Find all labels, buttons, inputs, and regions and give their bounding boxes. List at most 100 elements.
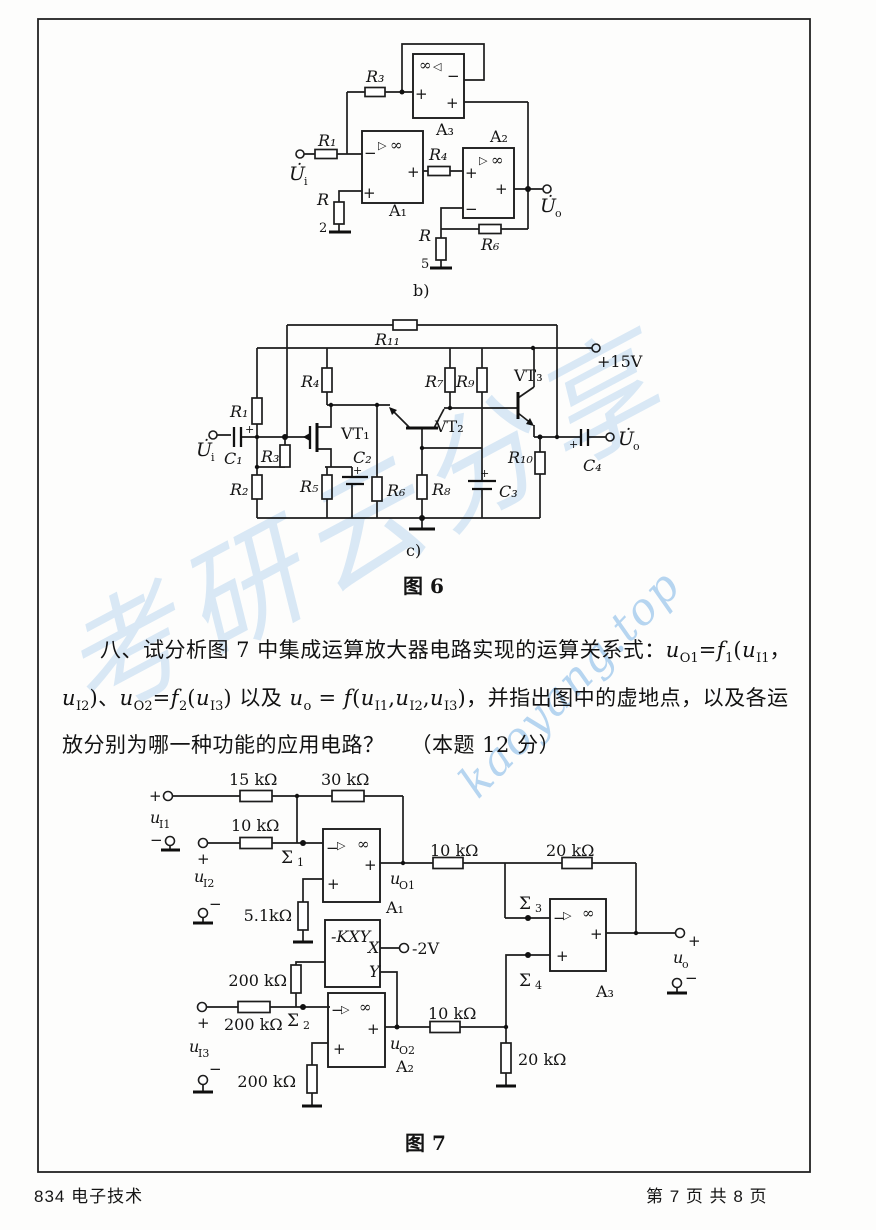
plus-mark: + bbox=[363, 184, 376, 202]
infinity-icon: ∞ bbox=[491, 151, 504, 169]
resistor-30k bbox=[331, 789, 365, 803]
label-r9: R₉ bbox=[455, 372, 475, 391]
label-r2-base: R bbox=[316, 190, 329, 209]
resistor-200k-y bbox=[290, 964, 302, 994]
plus-mark: + bbox=[495, 180, 508, 198]
sigma1-node-dot bbox=[300, 840, 306, 846]
label-ui1-base: u bbox=[150, 808, 160, 827]
page-border-frame bbox=[37, 18, 811, 1173]
sigma3-node-dot bbox=[525, 915, 531, 921]
label-r11: R₁₁ bbox=[374, 330, 400, 349]
footer-page-number: 第 7 页 共 8 页 bbox=[646, 1187, 768, 1206]
vt2-emitter-arrow-icon bbox=[389, 407, 397, 415]
plus-mark: + bbox=[480, 467, 489, 480]
plus-mark: + bbox=[556, 947, 569, 965]
minus-mark: − bbox=[364, 144, 377, 162]
multiplier-label: -KXY bbox=[331, 927, 372, 946]
value-20k: 20 kΩ bbox=[546, 841, 594, 860]
ui2-plus-terminal bbox=[197, 837, 209, 849]
junction-dot bbox=[254, 464, 260, 470]
resistor-r3 bbox=[279, 444, 291, 468]
value-200k: 200 kΩ bbox=[224, 1015, 283, 1034]
label-vt3: VT₃ bbox=[513, 366, 543, 385]
label-a3: A₃ bbox=[435, 120, 454, 139]
label-r10: R₁₀ bbox=[507, 448, 533, 467]
value-200k: 200 kΩ bbox=[237, 1072, 296, 1091]
input-terminal bbox=[208, 430, 218, 440]
problem-line-1: 八、试分析图 7 中集成运算放大器电路实现的运算关系式：uO1=f1(uI1， bbox=[100, 638, 791, 666]
opamp-a3-box bbox=[412, 53, 465, 119]
resistor-15k bbox=[239, 789, 273, 803]
label-a1: A₁ bbox=[385, 898, 404, 917]
resistor-200k-ui3 bbox=[237, 1000, 271, 1014]
plus-mark: + bbox=[446, 94, 459, 112]
input-terminal bbox=[295, 149, 305, 159]
circuit-b: R₁ R₃ R₄ R₆ R 2 R 5 U̇ i U̇ o A₁ A₂ A₃ ▷… bbox=[289, 43, 562, 300]
resistor-r8 bbox=[416, 474, 428, 500]
label-ui-sub: i bbox=[304, 175, 308, 188]
resistor-10k-uo1 bbox=[432, 856, 464, 870]
opamp-a1-box bbox=[361, 130, 424, 204]
label-uo-base: u bbox=[673, 948, 683, 967]
value-10k: 10 kΩ bbox=[430, 841, 478, 860]
resistor-r7 bbox=[444, 367, 456, 393]
junction-dot bbox=[554, 434, 560, 440]
plus-mark: + bbox=[407, 163, 420, 181]
vt3-emitter-arrow-icon bbox=[526, 418, 534, 426]
plus-mark: + bbox=[327, 875, 340, 893]
vt1-arrow-icon bbox=[303, 433, 310, 441]
problem-line-3: 放分别为哪一种功能的应用电路？（本题 12 分） bbox=[62, 733, 561, 757]
label-uo-base: U̇ bbox=[540, 195, 557, 217]
plus-mark: + bbox=[149, 787, 162, 805]
plus-mark: + bbox=[367, 1020, 380, 1038]
label-ui2-sub: I2 bbox=[203, 877, 214, 890]
infinity-icon: ∞ bbox=[419, 56, 432, 74]
plus-mark: + bbox=[197, 1014, 210, 1032]
output-terminal bbox=[605, 432, 615, 442]
label-r5-base: R bbox=[418, 226, 431, 245]
resistor-200k-a2plus bbox=[306, 1064, 318, 1094]
figure6-caption: 图 6 bbox=[403, 574, 444, 598]
junction-dot bbox=[419, 445, 425, 451]
opamp-triangle-icon: ▷ bbox=[341, 1003, 350, 1016]
multiplier-x-pin: X bbox=[366, 938, 380, 957]
problem-text: 八、试分析图 7 中集成运算放大器电路实现的运算关系式： bbox=[100, 638, 666, 662]
value-30k: 30 kΩ bbox=[321, 770, 369, 789]
label-r2-sub: 2 bbox=[319, 221, 327, 236]
figure7-caption: 图 7 bbox=[405, 1131, 446, 1155]
junction-dot bbox=[399, 89, 405, 95]
uo-plus-terminal bbox=[674, 927, 686, 939]
opamp-triangle-icon: ▷ bbox=[378, 139, 387, 152]
label-c3: C₃ bbox=[499, 482, 518, 501]
junction-dot bbox=[503, 1024, 509, 1030]
label-a1: A₁ bbox=[388, 201, 407, 220]
junction-dot bbox=[633, 930, 639, 936]
label-c2: C₂ bbox=[353, 448, 372, 467]
plus-mark: + bbox=[333, 1040, 346, 1058]
label-ui-sub: i bbox=[211, 451, 215, 464]
infinity-icon: ∞ bbox=[582, 904, 595, 922]
resistor-r6 bbox=[371, 476, 383, 502]
label-ui2-base: u bbox=[194, 867, 204, 886]
label-ui-base: U̇ bbox=[196, 439, 213, 461]
label-uo2-sub: O2 bbox=[399, 1044, 415, 1057]
label-r1: R₁ bbox=[229, 402, 248, 421]
label-uo1-base: u bbox=[390, 869, 400, 888]
label-sigma2: Σ bbox=[287, 1011, 299, 1031]
label-ui1-sub: I1 bbox=[159, 818, 170, 831]
junction-dot bbox=[254, 434, 260, 440]
resistor-10k-ui2 bbox=[239, 836, 273, 850]
plus-mark: + bbox=[197, 850, 210, 868]
value-20k: 20 kΩ bbox=[518, 1050, 566, 1069]
minus-mark: − bbox=[447, 67, 460, 85]
junction-dot bbox=[525, 186, 531, 192]
minus-mark: − bbox=[331, 1001, 344, 1019]
resistor-r2 bbox=[251, 474, 263, 500]
ground-icon bbox=[161, 848, 687, 1108]
minus-mark: − bbox=[553, 909, 566, 927]
label-r6: R₆ bbox=[386, 481, 406, 500]
label-uo-sub: o bbox=[633, 440, 640, 453]
label-a2: A₂ bbox=[489, 127, 508, 146]
opamp-a1-box bbox=[322, 828, 381, 903]
